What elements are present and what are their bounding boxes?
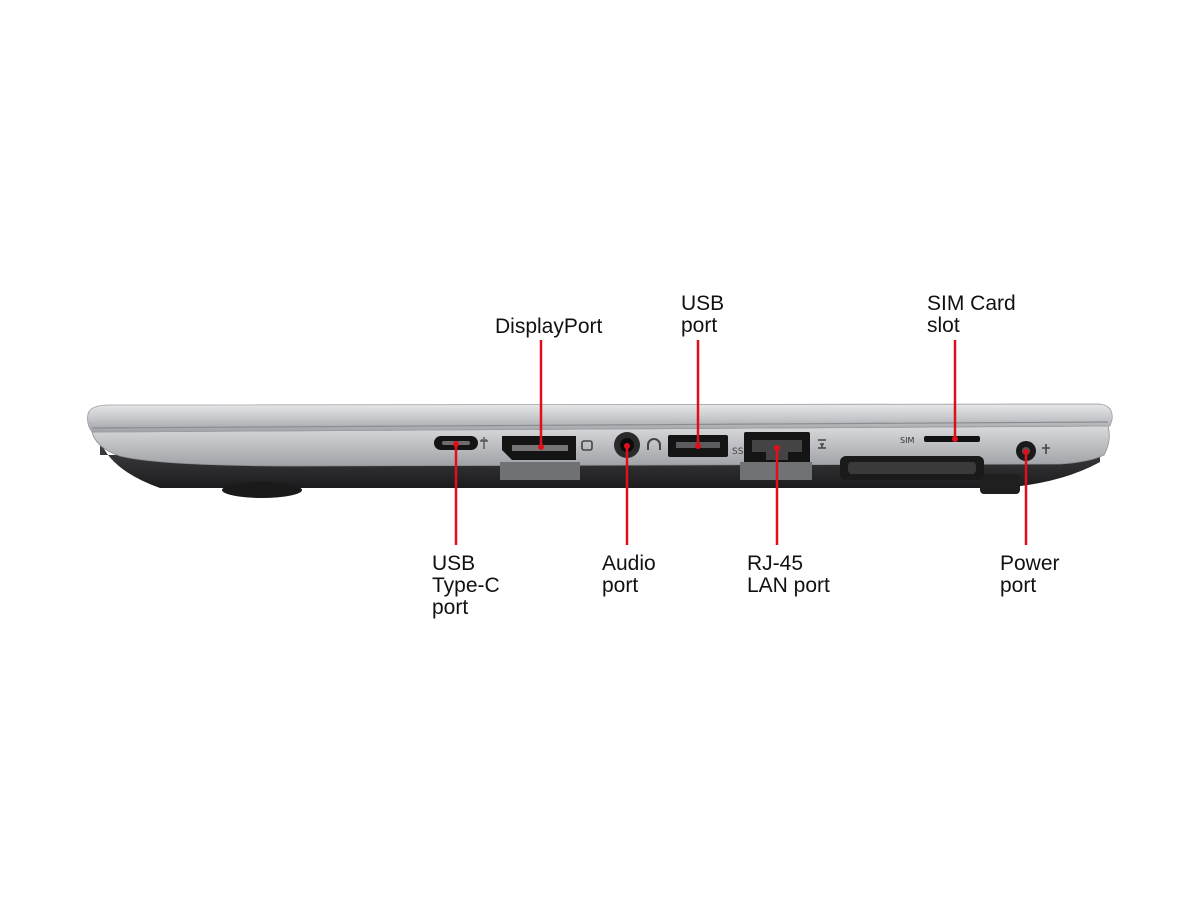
label-line: USB: [681, 292, 725, 315]
headphone-symbol-icon: [647, 438, 661, 450]
label-line: port: [602, 574, 639, 597]
label-line: port: [1000, 574, 1037, 597]
usb-ss-symbol-icon: SS: [732, 447, 744, 457]
label-line: port: [681, 314, 718, 337]
callout-dot-rj45: [774, 445, 780, 451]
usb-c-symbol-icon: [480, 437, 488, 449]
label-line: RJ-45: [747, 552, 804, 575]
lid-seam: [91, 421, 1109, 429]
power-symbol-icon: [1042, 444, 1050, 454]
label-line: port: [432, 596, 469, 619]
docking-connector-inner: [848, 462, 976, 474]
label-audio: Audio port: [602, 553, 656, 597]
label-displayport: DisplayPort: [495, 316, 602, 338]
label-usb: USB port: [681, 293, 724, 337]
laptop-foot-right: [980, 474, 1020, 494]
laptop-lid: [87, 403, 1113, 433]
label-line: DisplayPort: [495, 315, 603, 338]
label-line: Audio: [602, 552, 656, 575]
sim-mark: SIM: [900, 436, 914, 445]
callout-dot-displayport: [538, 444, 544, 450]
callout-dot-power: [1023, 449, 1029, 455]
label-rj45: RJ-45 LAN port: [747, 553, 830, 597]
label-line: Type-C: [432, 574, 500, 597]
callout-dots: [453, 436, 1029, 455]
callout-dot-audio: [624, 443, 630, 449]
label-power: Power port: [1000, 553, 1060, 597]
label-line: LAN port: [747, 574, 830, 597]
callout-dot-sim: [952, 436, 958, 442]
label-line: USB: [432, 552, 476, 575]
label-sim: SIM Card slot: [927, 293, 1016, 337]
displayport-cover: [500, 462, 580, 480]
label-line: SIM Card: [927, 292, 1016, 315]
label-line: Power: [1000, 552, 1060, 575]
label-usb-type-c: USB Type-C port: [432, 553, 500, 619]
callout-dot-usb-type-c: [453, 441, 459, 447]
callout-dot-usb: [695, 443, 701, 449]
laptop-foot: [222, 482, 302, 498]
label-line: slot: [927, 314, 960, 337]
callout-lines: [454, 340, 1028, 545]
network-symbol-icon: [818, 439, 826, 449]
displayport-symbol-icon: [581, 440, 593, 451]
